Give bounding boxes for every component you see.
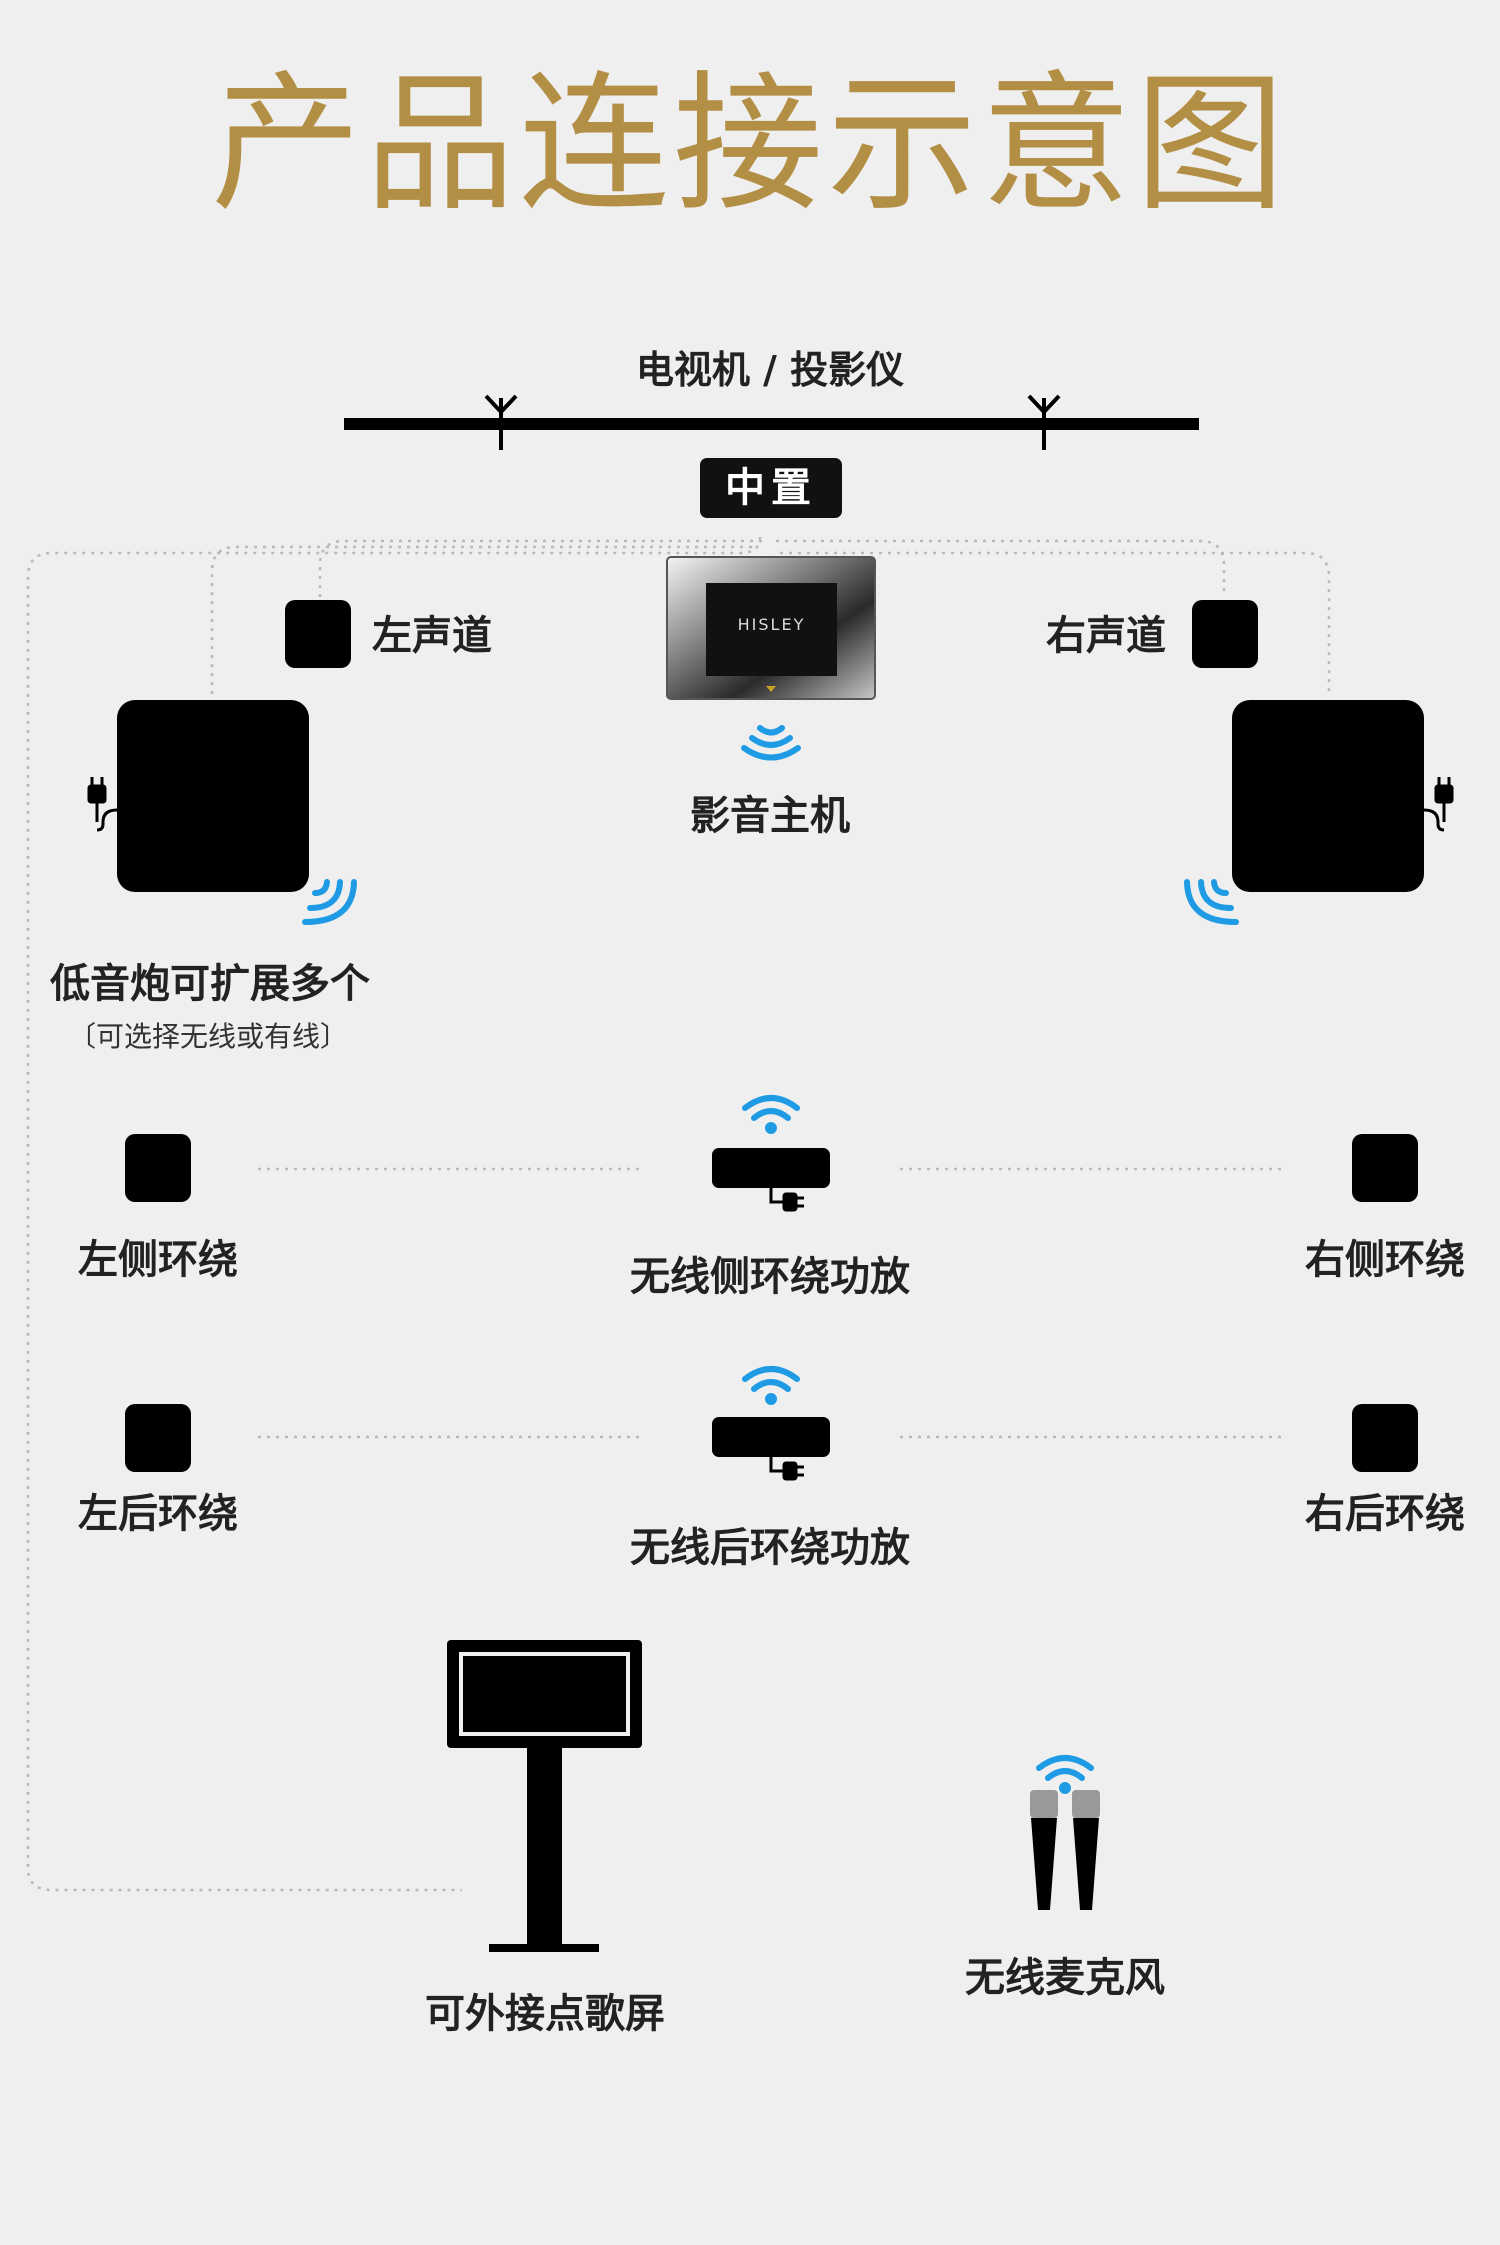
plug-icon: [87, 777, 118, 832]
wireless-mic-label: 无线麦克风: [965, 1955, 1165, 2001]
rear-surround-amp-label: 无线后环绕功放: [630, 1525, 910, 1571]
plug-icon: [769, 1457, 804, 1481]
screen-stand-icon: [447, 1640, 642, 1952]
wifi-icon: [1184, 879, 1239, 925]
left-side-surround-label: 左侧环绕: [78, 1237, 238, 1283]
host-unit: [666, 556, 876, 700]
microphone-icon: [1030, 1790, 1100, 1910]
connection-lines: [26, 536, 1331, 1892]
subwoofer-note: 〔可选择无线或有线〕: [68, 1020, 349, 1053]
subwoofer-right: [1232, 700, 1424, 892]
center-channel-badge: 中置: [700, 458, 842, 518]
plug-icon: [1423, 777, 1454, 832]
right-channel-label: 右声道: [1046, 613, 1166, 659]
plug-icon: [769, 1188, 804, 1212]
left-rear-surround-label: 左后环绕: [78, 1491, 238, 1537]
left-rear-surround-speaker: [125, 1404, 191, 1472]
right-rear-surround-speaker: [1352, 1404, 1418, 1472]
tv-projector-label: 电视机 / 投影仪: [635, 348, 905, 392]
wifi-icon: [302, 879, 357, 925]
subwoofer-left: [117, 700, 309, 892]
right-side-surround-label: 右侧环绕: [1305, 1237, 1465, 1283]
left-channel-speaker: [285, 600, 351, 668]
antenna-icon: [1027, 394, 1061, 450]
rear-surround-amp: [712, 1417, 830, 1481]
tv-bar: [344, 418, 1199, 430]
right-channel-speaker: [1192, 600, 1258, 668]
wifi-icon: [742, 1095, 800, 1134]
wifi-icon: [741, 725, 801, 761]
side-surround-amp-label: 无线侧环绕功放: [630, 1254, 910, 1300]
ktv-screen-label: 可外接点歌屏: [425, 1991, 665, 2037]
wifi-icon: [742, 1366, 800, 1405]
wifi-icon: [1036, 1755, 1094, 1794]
antenna-icon: [484, 394, 518, 450]
side-surround-amp: [712, 1148, 830, 1212]
left-side-surround-speaker: [125, 1134, 191, 1202]
host-brand: HISLEY: [737, 615, 806, 634]
page-title: 产品连接示意图: [210, 58, 1289, 232]
host-label: 影音主机: [690, 793, 850, 839]
subwoofer-label: 低音炮可扩展多个: [50, 961, 370, 1007]
right-side-surround-speaker: [1352, 1134, 1418, 1202]
right-rear-surround-label: 右后环绕: [1305, 1491, 1465, 1537]
left-channel-label: 左声道: [372, 613, 492, 659]
